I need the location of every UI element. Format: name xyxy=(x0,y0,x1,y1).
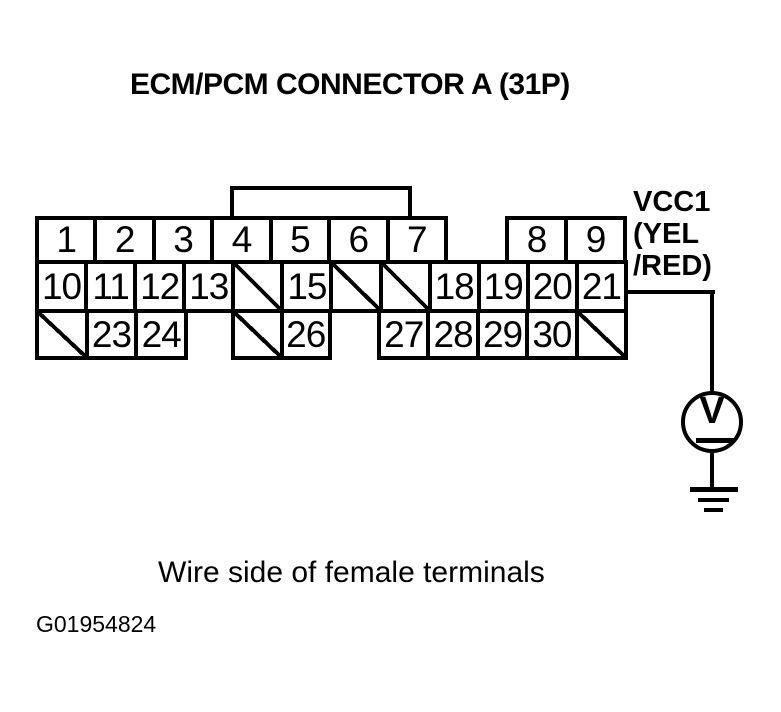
pin-row-3-segment-3: 27 28 29 30 xyxy=(377,309,628,360)
voltmeter-letter: V xyxy=(699,390,725,432)
wire-segment-vertical-upper xyxy=(710,290,714,393)
pin-8: 8 xyxy=(509,220,564,260)
pin-21: 21 xyxy=(574,264,624,309)
pin-5: 5 xyxy=(268,220,328,260)
pin-4: 4 xyxy=(210,220,269,260)
pin-empty xyxy=(39,313,85,356)
pin-empty xyxy=(329,264,379,309)
voltmeter-icon: V xyxy=(681,390,743,453)
vcc1-wire-label: VCC1 (YEL /RED) xyxy=(633,186,712,282)
connector-keying-tab xyxy=(230,186,412,220)
pin-7: 7 xyxy=(385,220,444,260)
pin-27: 27 xyxy=(381,313,427,356)
ground-icon xyxy=(690,487,738,492)
pin-empty xyxy=(231,264,281,309)
figure-id: G01954824 xyxy=(36,611,157,637)
ground-icon-bar-2 xyxy=(698,498,729,502)
pin-23: 23 xyxy=(84,313,135,356)
pin-24: 24 xyxy=(134,313,185,356)
pin-15: 15 xyxy=(280,264,330,309)
pin-row-1-right: 8 9 xyxy=(505,216,627,264)
pin-9: 9 xyxy=(564,220,623,260)
wire-segment-vertical-lower xyxy=(710,450,714,490)
pin-2: 2 xyxy=(93,220,152,260)
pin-30: 30 xyxy=(525,313,575,356)
pin-11: 11 xyxy=(84,264,134,309)
pin-6: 6 xyxy=(327,220,386,260)
voltmeter-underline xyxy=(696,438,734,443)
pin-10: 10 xyxy=(39,264,85,309)
pin-3: 3 xyxy=(151,220,211,260)
pin-26: 26 xyxy=(279,313,328,356)
pin-1: 1 xyxy=(39,220,94,260)
pin-20: 20 xyxy=(525,264,575,309)
pin-28: 28 xyxy=(426,313,476,356)
pin-13: 13 xyxy=(182,264,232,309)
wire-segment-horizontal xyxy=(626,290,715,294)
vcc1-wire-label-line1: VCC1 xyxy=(633,186,711,218)
pin-12: 12 xyxy=(133,264,183,309)
pin-row-3-segment-1: 23 24 xyxy=(35,309,188,360)
pin-18: 18 xyxy=(427,264,477,309)
pin-empty xyxy=(574,313,625,356)
vcc1-wire-label-line2: (YEL xyxy=(633,218,700,250)
caption: Wire side of female terminals xyxy=(158,556,545,589)
pin-empty xyxy=(235,313,280,356)
pin-29: 29 xyxy=(475,313,526,356)
pin-row-3-segment-2: 26 xyxy=(231,309,332,360)
pin-row-1-left: 1 2 3 4 5 6 7 xyxy=(35,216,448,264)
pin-row-2: 10 11 12 13 15 18 19 20 21 xyxy=(35,260,628,313)
ground-icon-bar-3 xyxy=(704,508,723,512)
vcc1-wire-label-line3: /RED) xyxy=(633,250,712,282)
pin-empty xyxy=(378,264,428,309)
diagram-title: ECM/PCM CONNECTOR A (31P) xyxy=(130,68,570,101)
pin-19: 19 xyxy=(476,264,526,309)
